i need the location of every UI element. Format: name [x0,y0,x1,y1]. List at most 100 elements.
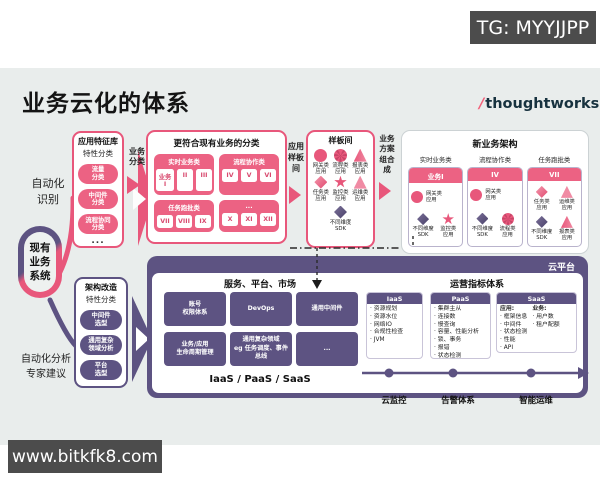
item-label: 网关类 应用 [485,189,502,202]
arch-item: 不同维度 SDK [530,215,554,241]
timeline-label: 智能运维 [519,395,553,405]
service-tile: 通用中间件 [296,292,358,326]
metrics-title: 运营指标体系 [449,280,504,290]
service-tile: 通用复杂领域 eg 任务调度、事件总线 [230,332,292,366]
feature-library-subtitle: 特性分类 [83,148,113,158]
item-label: 流程类 应用 [499,225,516,238]
item-label: 不同维度 SDK [531,228,553,241]
group-name: 实时业务类 [168,159,200,166]
new-architecture-panel: 新业务架构 实时业务类 流程协作类 任务跑批类 业务I 网关类 应用 不同维度 … [401,130,589,254]
classification-group: 流程协作类 IV V VI [219,154,279,195]
chip: XI [241,213,257,226]
cloud-inner: 服务、平台、市场 账号 权限体系 DevOps 通用中间件 业务/应用 生命周期… [152,273,583,405]
saas-col-header: 应用: [500,306,515,312]
item-label: 任务类 应用 [312,189,329,203]
item-label: 报表类 应用 [352,162,369,176]
arch-item: 运维类 应用 [555,185,579,211]
triangle-icon [560,185,573,198]
item-label: 不同维度 SDK [412,226,434,239]
arch-item: 网关类 应用 [470,189,519,202]
showroom-item: 报表类 应用 [350,148,370,176]
service-tile: DevOps [230,292,292,326]
metric-item: 锁、事务 [434,337,487,345]
chip: X [222,213,238,226]
existing-business-system: 现有 业务 系统 [18,226,62,298]
gear-icon [501,212,514,225]
metric-item: 网络IO [370,322,419,330]
app-sample-label: 应用 样板 间 [288,142,304,173]
cloud-platform-container: 云平台 服务、平台、市场 账号 权限体系 DevOps 通用中间件 业务/应用 … [147,256,588,405]
saas-app-column: 应用: 框架信息 中间件 状态检测 性能 API [500,306,528,352]
star-icon [334,175,347,188]
showroom-item: 任务类 应用 [311,175,331,203]
metric-item: 框架信息 [500,314,528,322]
page-title: 业务云化的体系 [22,91,190,117]
arch-card-band: 业务I [409,168,463,183]
metric-item: 连接数 [434,314,487,322]
metric-item: 合规性检查 [370,329,419,337]
item-label: 运维类 应用 [558,198,575,211]
iaas-header: IaaS [367,293,422,304]
chip: VIII [176,215,192,228]
arch-card-band: VII [527,168,581,181]
diamond-icon [535,185,548,198]
chip: III [196,169,212,191]
circle-icon [411,190,423,203]
timeline-label: 告警体系 [441,395,475,405]
chip: 业务I [156,169,174,191]
watermark-badge: www.bitkfk8.com [8,440,162,473]
arch-card: 业务I 网关类 应用 不同维度 SDK 监控类 应用 [408,167,464,247]
arch-transform-title: 架构改造 [85,283,117,292]
arch-category: 任务跑批类 [538,156,571,164]
metric-item: 性能 [500,337,527,345]
transform-pill: 通用复杂 领域分析 [80,334,122,355]
arch-item: 流程类 应用 [495,212,519,238]
feature-library-title: 应用特征库 [78,137,118,146]
showroom-title: 样板间 [328,136,353,145]
showroom-item: 运维类 应用 [350,175,370,203]
arch-transform-panel: 架构改造 特性分类 中间件 选型 通用复杂 领域分析 平台 选型 [74,277,128,388]
metric-item: JVM [370,337,419,345]
item-label: 监控类 应用 [440,226,457,239]
logo-text: thoughtworks [485,96,600,112]
classification-group: ... X XI XII [219,200,279,232]
metric-item: 资源规划 [370,306,419,314]
services-title: 服务、平台、市场 [223,280,296,290]
diamond-purple-icon [333,205,347,219]
paas-header: PaaS [431,293,490,304]
group-name: 任务跑批类 [168,205,200,212]
cloud-platform-label: 云平台 [547,263,575,273]
diamond-icon [314,175,328,189]
chip: IV [222,169,238,182]
timeline-label: 云监控 [381,395,407,405]
arch-item: 任务类 应用 [530,185,554,211]
feature-library-panel: 应用特征库 特性分类 流量 分类 中间件 分类 流程协同 分类 ... [72,131,124,248]
classification-group: 任务跑批类 VII VIII IX [154,200,214,232]
group-name: ... [245,203,253,210]
transform-pill: 中间件 选型 [80,309,122,330]
cone-icon [560,215,573,228]
feature-more-dots: ... [91,236,105,247]
item-label: 流程类 应用 [332,162,349,176]
item-label: 网关类 应用 [312,162,329,176]
circle-icon [470,189,483,202]
chip: IX [195,215,211,228]
chip: V [241,169,257,182]
metric-item: 用户数 [532,314,559,322]
iaas-paas-saas-footer: IaaS / PaaS / SaaS [209,374,311,385]
arch-transform-subtitle: 特性分类 [86,294,116,304]
chip: XII [260,213,276,226]
saas-biz-column: 业务: 用户数 租户配额 [532,306,559,352]
arch-category: 流程协作类 [479,156,511,164]
sdk-label: 不同维度 SDK [329,219,352,233]
metric-item: 状态检测 [500,329,528,337]
chip: II [177,169,193,191]
diamond-purple-icon [476,212,489,225]
service-tile: 业务/应用 生命周期管理 [164,332,226,366]
item-label: 任务类 应用 [533,198,550,211]
metric-item: 资源水位 [370,314,419,322]
showroom-sdk: 不同维度 SDK [329,205,352,233]
item-label: 运维类 应用 [352,189,369,203]
metric-item: 容量、性能分析 [434,329,487,337]
